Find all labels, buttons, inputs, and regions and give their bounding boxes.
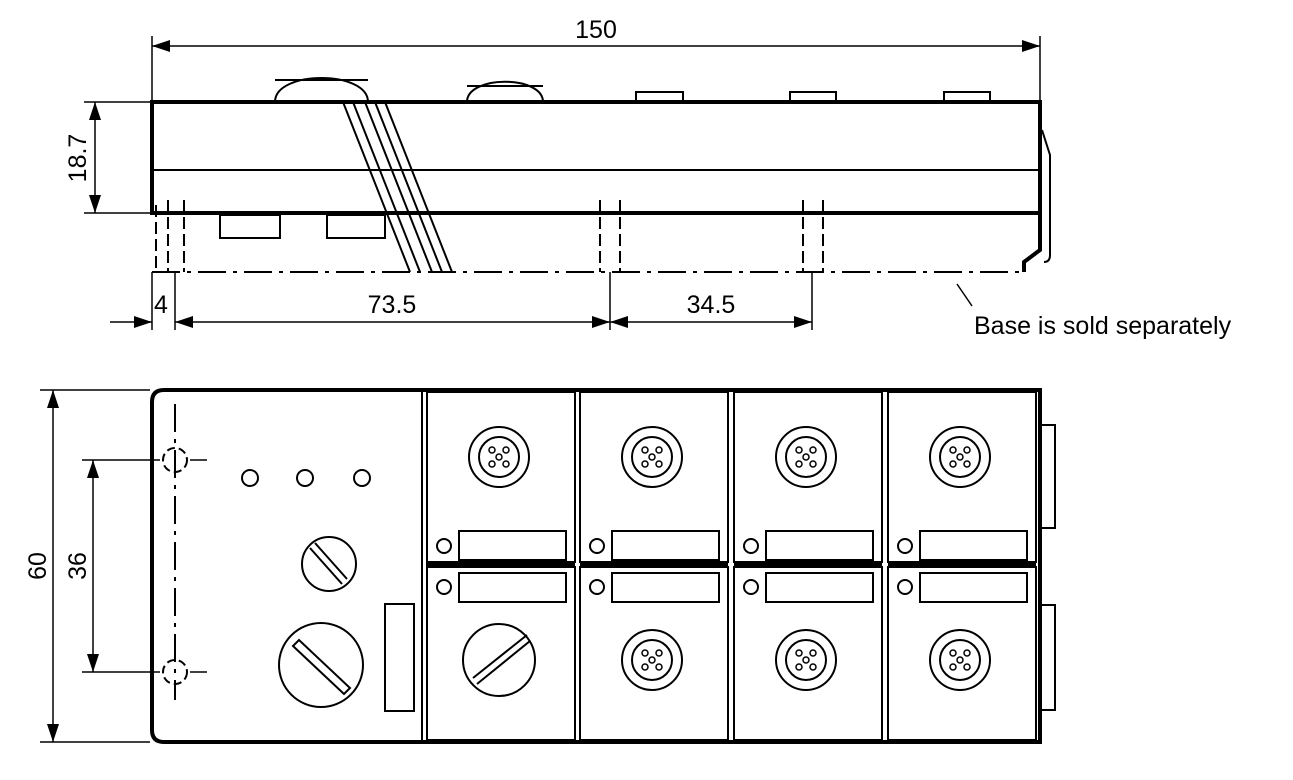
rotary-switch-small — [301, 536, 357, 592]
m12-connector — [775, 426, 837, 488]
label-field — [765, 572, 874, 603]
connector-dome — [466, 80, 544, 103]
label-field — [919, 530, 1028, 561]
m12-connector — [775, 629, 837, 691]
housing-body — [150, 100, 1042, 215]
mounting-hole — [162, 659, 207, 685]
leader-line — [956, 283, 973, 307]
rotary-switch — [462, 623, 536, 697]
dim-34-5: 34.5 — [687, 291, 736, 319]
io-module-bottom — [426, 566, 576, 741]
dim-73-5: 73.5 — [368, 291, 417, 319]
led-indicator — [296, 469, 314, 487]
rotary-switch-large — [278, 622, 364, 708]
side-clip — [1039, 424, 1056, 529]
m12-connector — [929, 426, 991, 488]
label-field — [611, 530, 720, 561]
led-indicator — [353, 469, 371, 487]
housing-outline — [150, 388, 1042, 744]
dim-36: 36 — [64, 552, 92, 580]
m12-connector — [621, 426, 683, 488]
base-note: Base is sold separately — [974, 312, 1232, 340]
led-indicator — [241, 469, 259, 487]
connector-dome — [274, 77, 369, 103]
label-field — [384, 603, 415, 712]
label-field — [458, 572, 567, 603]
label-field — [765, 530, 874, 561]
label-field — [458, 530, 567, 561]
side-view: 150 18.7 4 73.5 34.5 Base is sold separa… — [64, 16, 1232, 340]
io-module-bottom — [579, 566, 729, 741]
dim-18-7: 18.7 — [64, 134, 92, 183]
top-view: 60 36 — [24, 388, 1056, 744]
m12-connector — [929, 629, 991, 691]
m12-connector — [621, 629, 683, 691]
label-field — [611, 572, 720, 603]
mounting-hole — [162, 447, 207, 473]
m12-connector — [468, 426, 530, 488]
dim-4: 4 — [154, 291, 168, 319]
io-module-bottom — [887, 566, 1037, 741]
dim-60: 60 — [24, 552, 52, 580]
io-module-bottom — [733, 566, 883, 741]
dim-150: 150 — [575, 16, 617, 44]
side-clip — [1039, 604, 1056, 711]
label-field — [919, 572, 1028, 603]
